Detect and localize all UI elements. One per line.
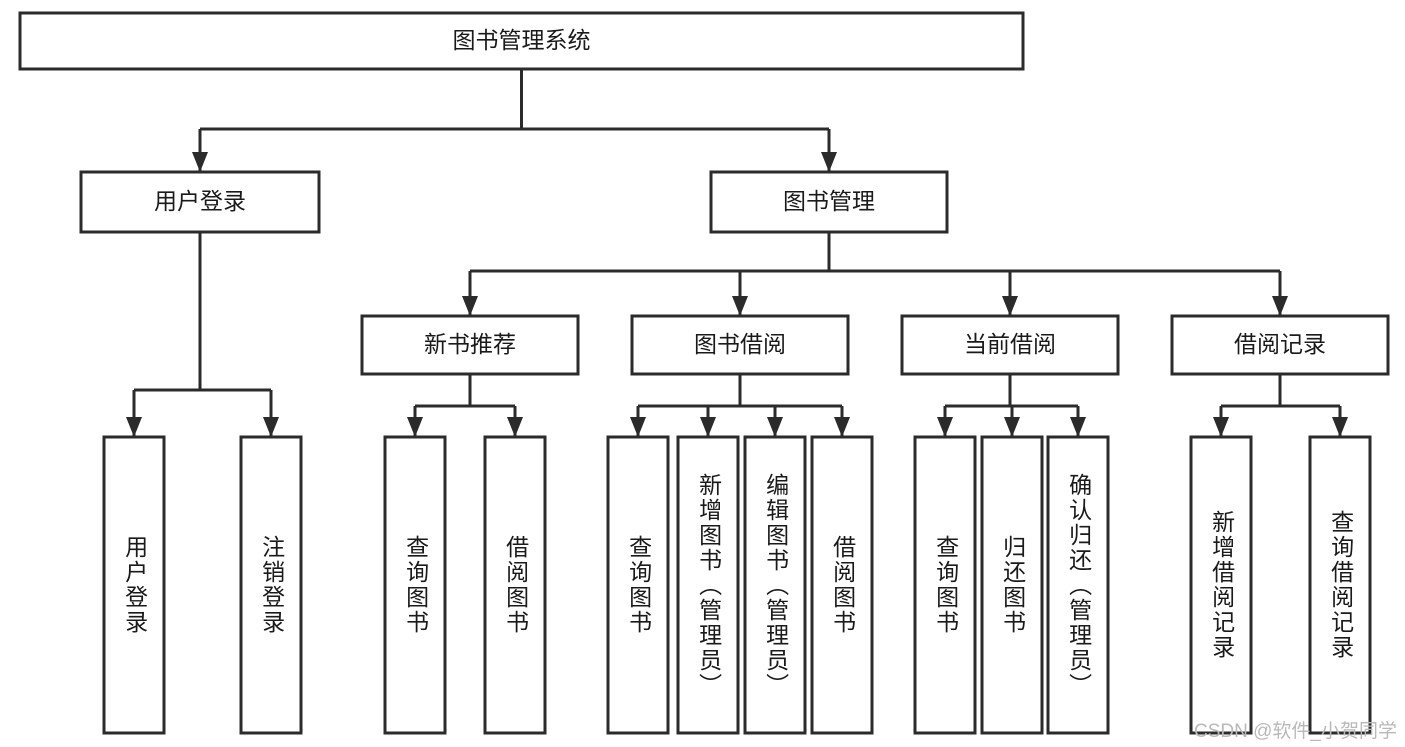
conn-current-borrow-arrow-1: [1004, 417, 1020, 437]
node-box-book-borrow[interactable]: [630, 314, 850, 376]
conn-book-manage-arrow-3: [1272, 296, 1288, 316]
conn-book-manage-arrow-0: [462, 296, 478, 316]
node-box-user-login[interactable]: [79, 170, 321, 234]
node-box-leaf-confirm-return[interactable]: [1046, 435, 1110, 735]
node-label-book-borrow: 图书借阅: [694, 331, 786, 357]
node-box-leaf-query-book-c[interactable]: [913, 435, 977, 735]
node-box-leaf-return-book[interactable]: [980, 435, 1044, 735]
node-box-leaf-borrow-book-b[interactable]: [810, 435, 874, 735]
node-box-book-manage[interactable]: [709, 170, 949, 234]
node-label-new-book-rec: 新书推荐: [424, 331, 516, 357]
node-box-leaf-edit-book[interactable]: [743, 435, 807, 735]
node-box-leaf-user-login[interactable]: [102, 435, 166, 735]
node-box-leaf-user-logout[interactable]: [239, 435, 303, 735]
node-label-root: 图书管理系统: [453, 27, 591, 53]
node-label-borrow-record: 借阅记录: [1234, 331, 1326, 357]
conn-borrow-record-arrow-0: [1213, 417, 1229, 437]
conn-user-login-arrow-1: [263, 417, 279, 437]
node-label-current-borrow: 当前借阅: [964, 331, 1056, 357]
node-box-leaf-add-record[interactable]: [1189, 435, 1253, 735]
node-label-book-manage: 图书管理: [783, 188, 875, 214]
node-box-root[interactable]: [18, 11, 1025, 71]
conn-new-book-rec-arrow-0: [407, 417, 423, 437]
conn-book-borrow-arrow-3: [834, 417, 850, 437]
node-box-leaf-query-book-rec[interactable]: [383, 435, 447, 735]
conn-root-arrow-0: [192, 152, 208, 172]
node-box-leaf-add-book[interactable]: [676, 435, 740, 735]
conn-book-manage-arrow-1: [732, 296, 748, 316]
conn-root-arrow-1: [821, 152, 837, 172]
conn-book-borrow-arrow-0: [630, 417, 646, 437]
node-box-leaf-borrow-book-rec[interactable]: [483, 435, 547, 735]
node-box-new-book-rec[interactable]: [360, 314, 580, 376]
node-box-leaf-query-record[interactable]: [1308, 435, 1372, 735]
conn-current-borrow-arrow-2: [1070, 417, 1086, 437]
csdn-watermark: CSDN @软件_小贺同学: [1194, 721, 1397, 742]
conn-book-borrow-arrow-1: [700, 417, 716, 437]
conn-book-manage-arrow-2: [1002, 296, 1018, 316]
conn-user-login-arrow-0: [126, 417, 142, 437]
connector-lines: [126, 69, 1348, 437]
conn-new-book-rec-arrow-1: [507, 417, 523, 437]
conn-borrow-record-arrow-1: [1332, 417, 1348, 437]
node-label-user-login: 用户登录: [154, 188, 246, 214]
node-box-leaf-query-book-b[interactable]: [606, 435, 670, 735]
conn-book-borrow-arrow-2: [767, 417, 783, 437]
node-box-borrow-record[interactable]: [1170, 314, 1390, 376]
node-boxes: [18, 11, 1390, 735]
node-box-current-borrow[interactable]: [900, 314, 1120, 376]
conn-current-borrow-arrow-0: [937, 417, 953, 437]
